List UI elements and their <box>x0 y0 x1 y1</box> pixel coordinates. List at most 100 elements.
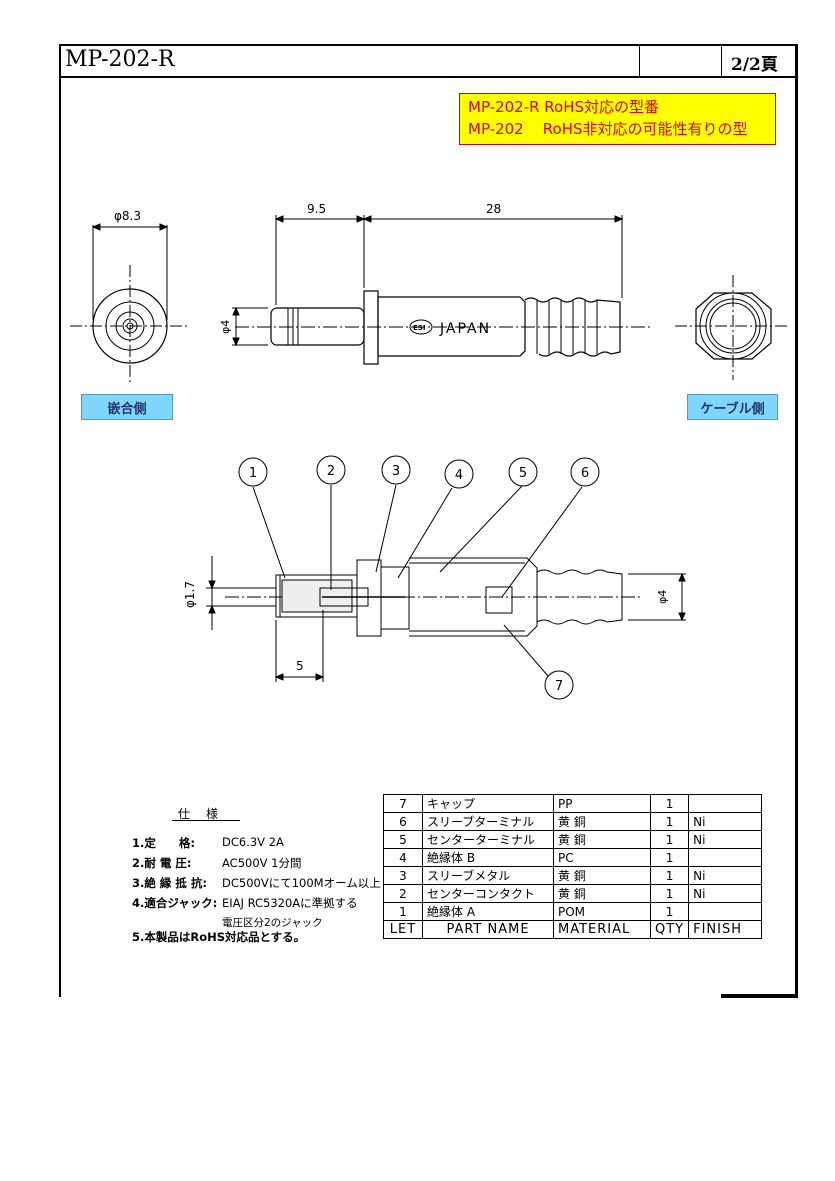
cell-finish: Ni <box>688 812 763 831</box>
frame-top-border <box>59 44 798 46</box>
section-view <box>206 455 686 700</box>
spec-key-3: 3.絶 縁 抵 抗: <box>132 876 207 890</box>
strain-relief <box>524 297 621 357</box>
header-finish: FINISH <box>688 920 763 939</box>
cell-qty: 1 <box>649 884 690 903</box>
dim-4-section: φ4 <box>656 590 669 604</box>
section-sleeve-terminal <box>485 586 513 614</box>
spec-title-underline <box>172 820 240 821</box>
cell-finish: Ni <box>688 866 763 885</box>
cell-let: 6 <box>383 812 423 831</box>
spec-key-4: 4.適合ジャック: <box>132 896 218 910</box>
callout-6: 6 <box>581 466 589 481</box>
side-view <box>232 215 650 365</box>
callout-2: 2 <box>327 464 335 479</box>
section-cap <box>409 557 538 637</box>
table-row: 2 センターコンタクト 黄 銅 1 Ni <box>383 884 763 903</box>
header-qty: QTY <box>649 920 690 939</box>
frame-bottom-mark <box>721 994 798 998</box>
header-let: LET <box>383 920 423 939</box>
middle-circle <box>105 301 155 351</box>
table-row: 7 キャップ PP 1 <box>383 794 763 813</box>
center-hole <box>126 322 134 330</box>
spec-value-1: DC6.3V 2A <box>222 835 284 849</box>
table-header-row: LET PART NAME MATERIAL QTY FINISH <box>383 920 763 939</box>
cell-let: 3 <box>383 866 423 885</box>
cell-qty: 1 <box>649 812 690 831</box>
callout-5: 5 <box>519 466 527 481</box>
spec-title: 仕様 <box>178 807 235 821</box>
cell-finish <box>688 902 763 921</box>
inner-circle <box>115 311 145 341</box>
pin-circle <box>122 318 138 334</box>
logo-text: ESI <box>413 324 425 332</box>
dim-4-top: φ4 <box>219 320 232 334</box>
callout-labels: 1 2 3 4 5 6 7 <box>249 464 589 694</box>
cell-qty: 1 <box>649 830 690 849</box>
rohs-note: MP-202-R RoHS対応の型番 MP-202 RoHS非対応の可能性有りの… <box>459 93 776 145</box>
table-row: 4 絶縁体 B PC 1 <box>383 848 763 867</box>
callout-1: 1 <box>249 466 257 481</box>
cell-part-name: センターターミナル <box>422 830 554 849</box>
cell-let: 5 <box>383 830 423 849</box>
logo-mark <box>409 319 433 335</box>
rear-view <box>675 275 790 380</box>
dim-28: 28 <box>486 202 501 216</box>
cell-material: POM <box>553 902 651 921</box>
cell-let: 7 <box>383 794 423 813</box>
cell-qty: 1 <box>649 848 690 867</box>
cell-finish: Ni <box>688 884 763 903</box>
callout-3: 3 <box>392 464 400 479</box>
page-number: 2/2頁 <box>731 55 778 75</box>
table-row: 5 センターターミナル 黄 銅 1 Ni <box>383 830 763 849</box>
dim-1-7: φ1.7 <box>183 581 197 608</box>
cell-let: 1 <box>383 902 423 921</box>
table-row: 1 絶縁体 A POM 1 <box>383 902 763 921</box>
header-part-name: PART NAME <box>422 920 554 939</box>
section-insulator-b <box>380 566 410 630</box>
rohs-note-line-2: MP-202 RoHS非対応の可能性有りの型 <box>468 120 748 138</box>
spec-value-4: EIAJ RC5320Aに準拠する <box>222 896 358 910</box>
cell-finish <box>688 794 763 813</box>
cell-part-name: キャップ <box>422 794 554 813</box>
body-marking: JAPAN <box>439 321 491 337</box>
rohs-note-line-1: MP-202-R RoHS対応の型番 <box>468 98 660 116</box>
cell-material: PC <box>553 848 651 867</box>
cell-let: 4 <box>383 848 423 867</box>
connector-drawing: φ8.3 9.5 28 φ4 ESI JAPAN <box>70 202 790 700</box>
table-row: 3 スリーブメタル 黄 銅 1 Ni <box>383 866 763 885</box>
header-material: MATERIAL <box>553 920 651 939</box>
title-block: MP-202-R 2/2頁 <box>59 44 798 78</box>
table-row: 6 スリーブターミナル 黄 銅 1 Ni <box>383 812 763 831</box>
cell-material: 黄 銅 <box>553 830 651 849</box>
frame-right-border <box>795 44 798 997</box>
body <box>377 296 526 357</box>
cell-qty: 1 <box>649 866 690 885</box>
cell-material: PP <box>553 794 651 813</box>
dim-5: 5 <box>296 659 304 673</box>
section-flange <box>356 559 382 637</box>
cell-finish <box>688 848 763 867</box>
front-view <box>70 223 190 385</box>
cell-material: 黄 銅 <box>553 866 651 885</box>
spec-value-3: DC500Vにて100Mオーム以上 <box>222 876 381 890</box>
arrowheads <box>91 223 169 231</box>
spec-value-4b: 電圧区分2のジャック <box>222 917 323 929</box>
parts-list-table: 7 キャップ PP 1 6 スリーブターミナル 黄 銅 1 Ni 5 センタータ… <box>383 794 763 939</box>
frame-left-border <box>59 44 61 997</box>
cell-qty: 1 <box>649 902 690 921</box>
cell-material: 黄 銅 <box>553 812 651 831</box>
model-number: MP-202-R <box>65 47 175 72</box>
cell-material: 黄 銅 <box>553 884 651 903</box>
outer-circle <box>92 288 168 364</box>
dim-8-3: φ8.3 <box>114 209 141 223</box>
spec-key-1: 1.定 格: <box>132 836 195 850</box>
spec-value-2: AC500V 1分間 <box>222 856 302 870</box>
spec-key-5: 5.本製品はRoHS対応品とする。 <box>132 930 306 944</box>
cell-let: 2 <box>383 884 423 903</box>
cell-part-name: スリーブターミナル <box>422 812 554 831</box>
title-divider <box>639 44 640 76</box>
cable-side-label: ケーブル側 <box>687 394 778 420</box>
cell-part-name: スリーブメタル <box>422 866 554 885</box>
dim-9-5: 9.5 <box>307 202 326 216</box>
